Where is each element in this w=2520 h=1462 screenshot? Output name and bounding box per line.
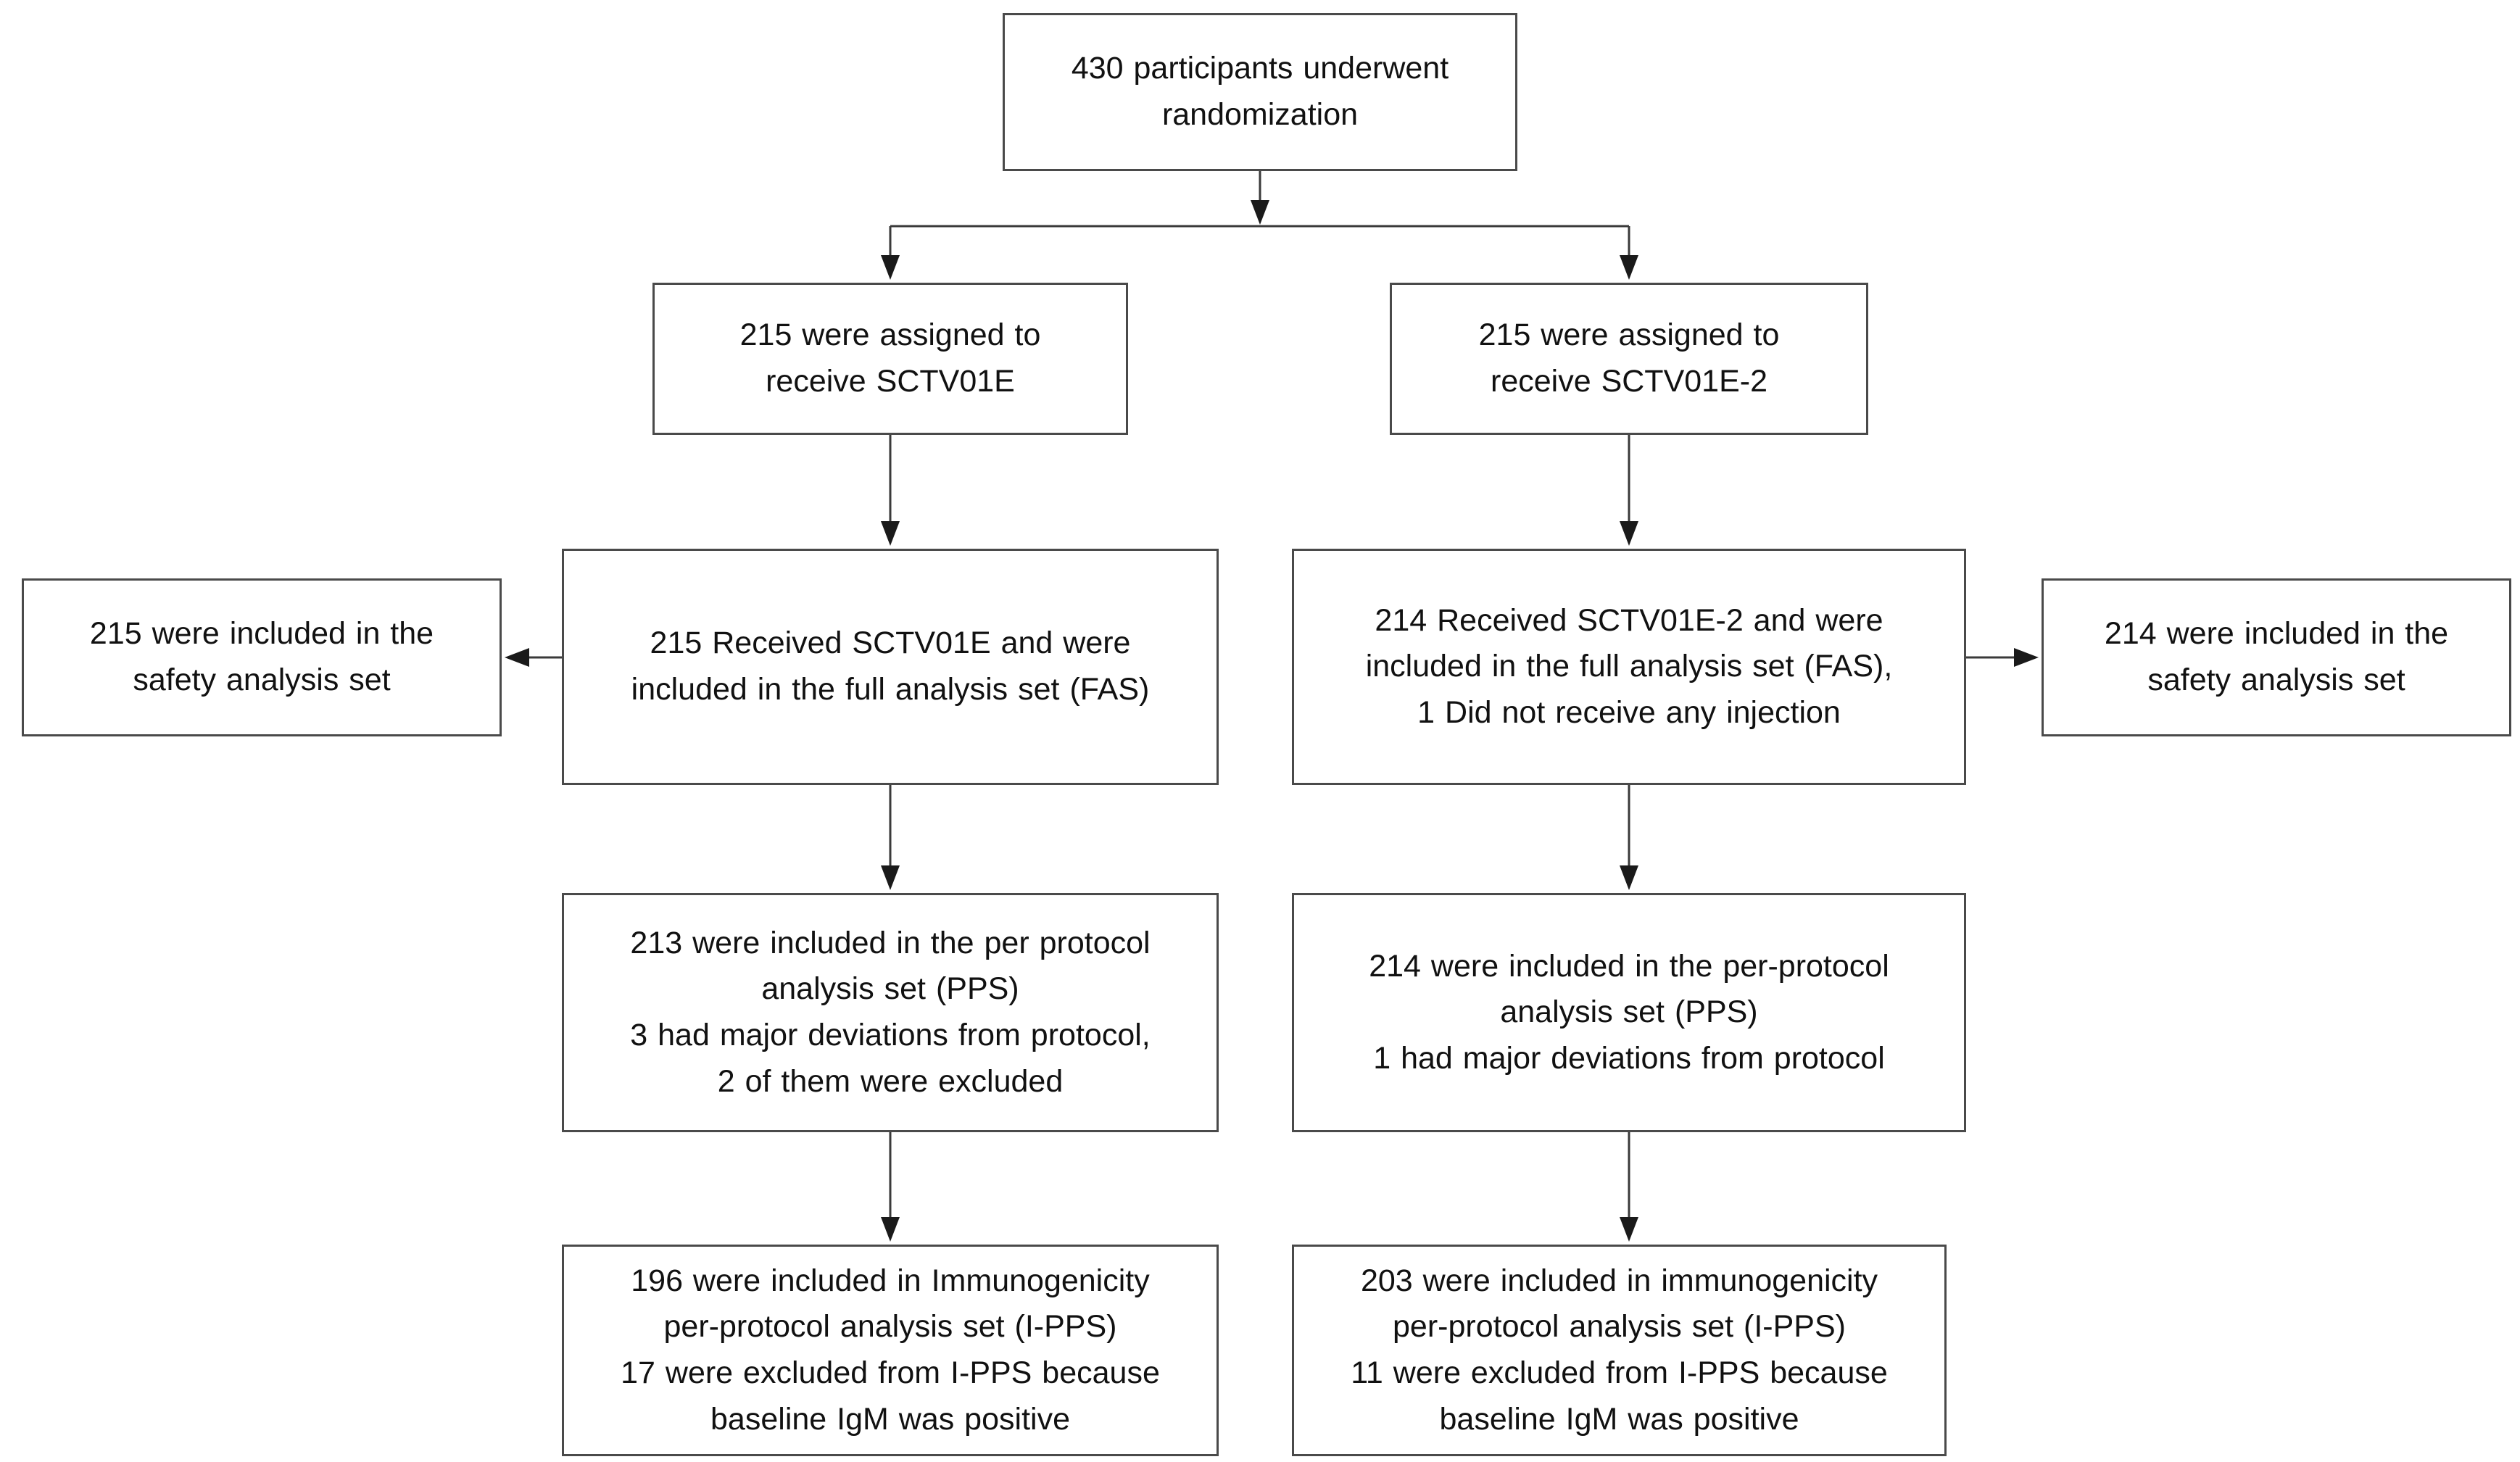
text-line: baseline IgM was positive [710,1401,1070,1437]
box-ipps-sctv01e2: 203 were included in immunogenicity per-… [1292,1245,1947,1456]
text-line: safety analysis set [133,663,391,697]
text-line: analysis set (PPS) [1500,994,1758,1030]
text-line: 215 were assigned to [1478,317,1780,353]
text-line: baseline IgM was positive [1439,1401,1799,1437]
box-assigned-sctv01e: 215 were assigned to receive SCTV01E [652,283,1128,435]
text-line: per-protocol analysis set (I-PPS) [663,1309,1117,1345]
box-pps-sctv01e: 213 were included in the per protocol an… [562,893,1219,1132]
box-fas-sctv01e2-text: 214 Received SCTV01E-2 and were included… [1366,598,1893,736]
text-line: per-protocol analysis set (I-PPS) [1393,1309,1846,1345]
box-safety-sctv01e2-text: 214 were included in the safety analysis… [2105,611,2448,703]
text-line: 17 were excluded from I-PPS because [621,1355,1160,1390]
box-pps-sctv01e2: 214 were included in the per-protocol an… [1292,893,1966,1132]
box-ipps-sctv01e2-text: 203 were included in immunogenicity per-… [1351,1258,1888,1443]
box-assigned-sctv01e2: 215 were assigned to receive SCTV01E-2 [1390,283,1868,435]
box-fas-sctv01e2: 214 Received SCTV01E-2 and were included… [1292,549,1966,785]
text-line: 215 Received SCTV01E and were [650,626,1131,661]
text-line: 1 had major deviations from protocol [1373,1040,1885,1076]
box-randomization-text: 430 participants underwent randomization [1072,46,1448,138]
text-line: 1 Did not receive any injection [1417,694,1841,730]
box-safety-sctv01e: 215 were included in the safety analysis… [22,578,502,736]
box-pps-sctv01e-text: 213 were included in the per protocol an… [630,921,1150,1105]
text-line: receive SCTV01E [766,364,1015,399]
box-randomization: 430 participants underwent randomization [1003,13,1517,171]
box-safety-sctv01e-text: 215 were included in the safety analysis… [90,611,434,703]
text-line: 203 were included in immunogenicity [1360,1263,1878,1298]
text-line: randomization [1161,97,1359,132]
box-assigned-sctv01e2-text: 215 were assigned to receive SCTV01E-2 [1479,312,1780,404]
text-line: included in the full analysis set (FAS) [631,672,1150,707]
box-ipps-sctv01e: 196 were included in Immunogenicity per-… [562,1245,1219,1456]
box-fas-sctv01e: 215 Received SCTV01E and were included i… [562,549,1219,785]
text-line: safety analysis set [2147,663,2405,697]
box-safety-sctv01e2: 214 were included in the safety analysis… [2042,578,2511,736]
box-ipps-sctv01e-text: 196 were included in Immunogenicity per-… [621,1258,1160,1443]
text-line: 196 were included in Immunogenicity [631,1263,1150,1298]
text-line: included in the full analysis set (FAS), [1365,649,1893,684]
text-line: 215 were assigned to [739,317,1041,353]
text-line: receive SCTV01E-2 [1491,364,1767,399]
text-line: analysis set (PPS) [761,971,1019,1007]
box-fas-sctv01e-text: 215 Received SCTV01E and were included i… [631,620,1150,713]
text-line: 214 Received SCTV01E-2 and were [1375,602,1883,638]
box-pps-sctv01e2-text: 214 were included in the per-protocol an… [1369,944,1889,1082]
box-assigned-sctv01e-text: 215 were assigned to receive SCTV01E [740,312,1041,404]
text-line: 2 of them were excluded [717,1063,1064,1099]
text-line: 215 were included in the [89,616,434,652]
text-line: 3 had major deviations from protocol, [630,1018,1151,1052]
text-line: 430 participants underwent [1071,51,1449,86]
text-line: 214 were included in the per-protocol [1369,948,1889,984]
text-line: 214 were included in the [2104,616,2449,652]
text-line: 213 were included in the per protocol [630,925,1151,960]
text-line: 11 were excluded from I-PPS because [1351,1355,1888,1390]
